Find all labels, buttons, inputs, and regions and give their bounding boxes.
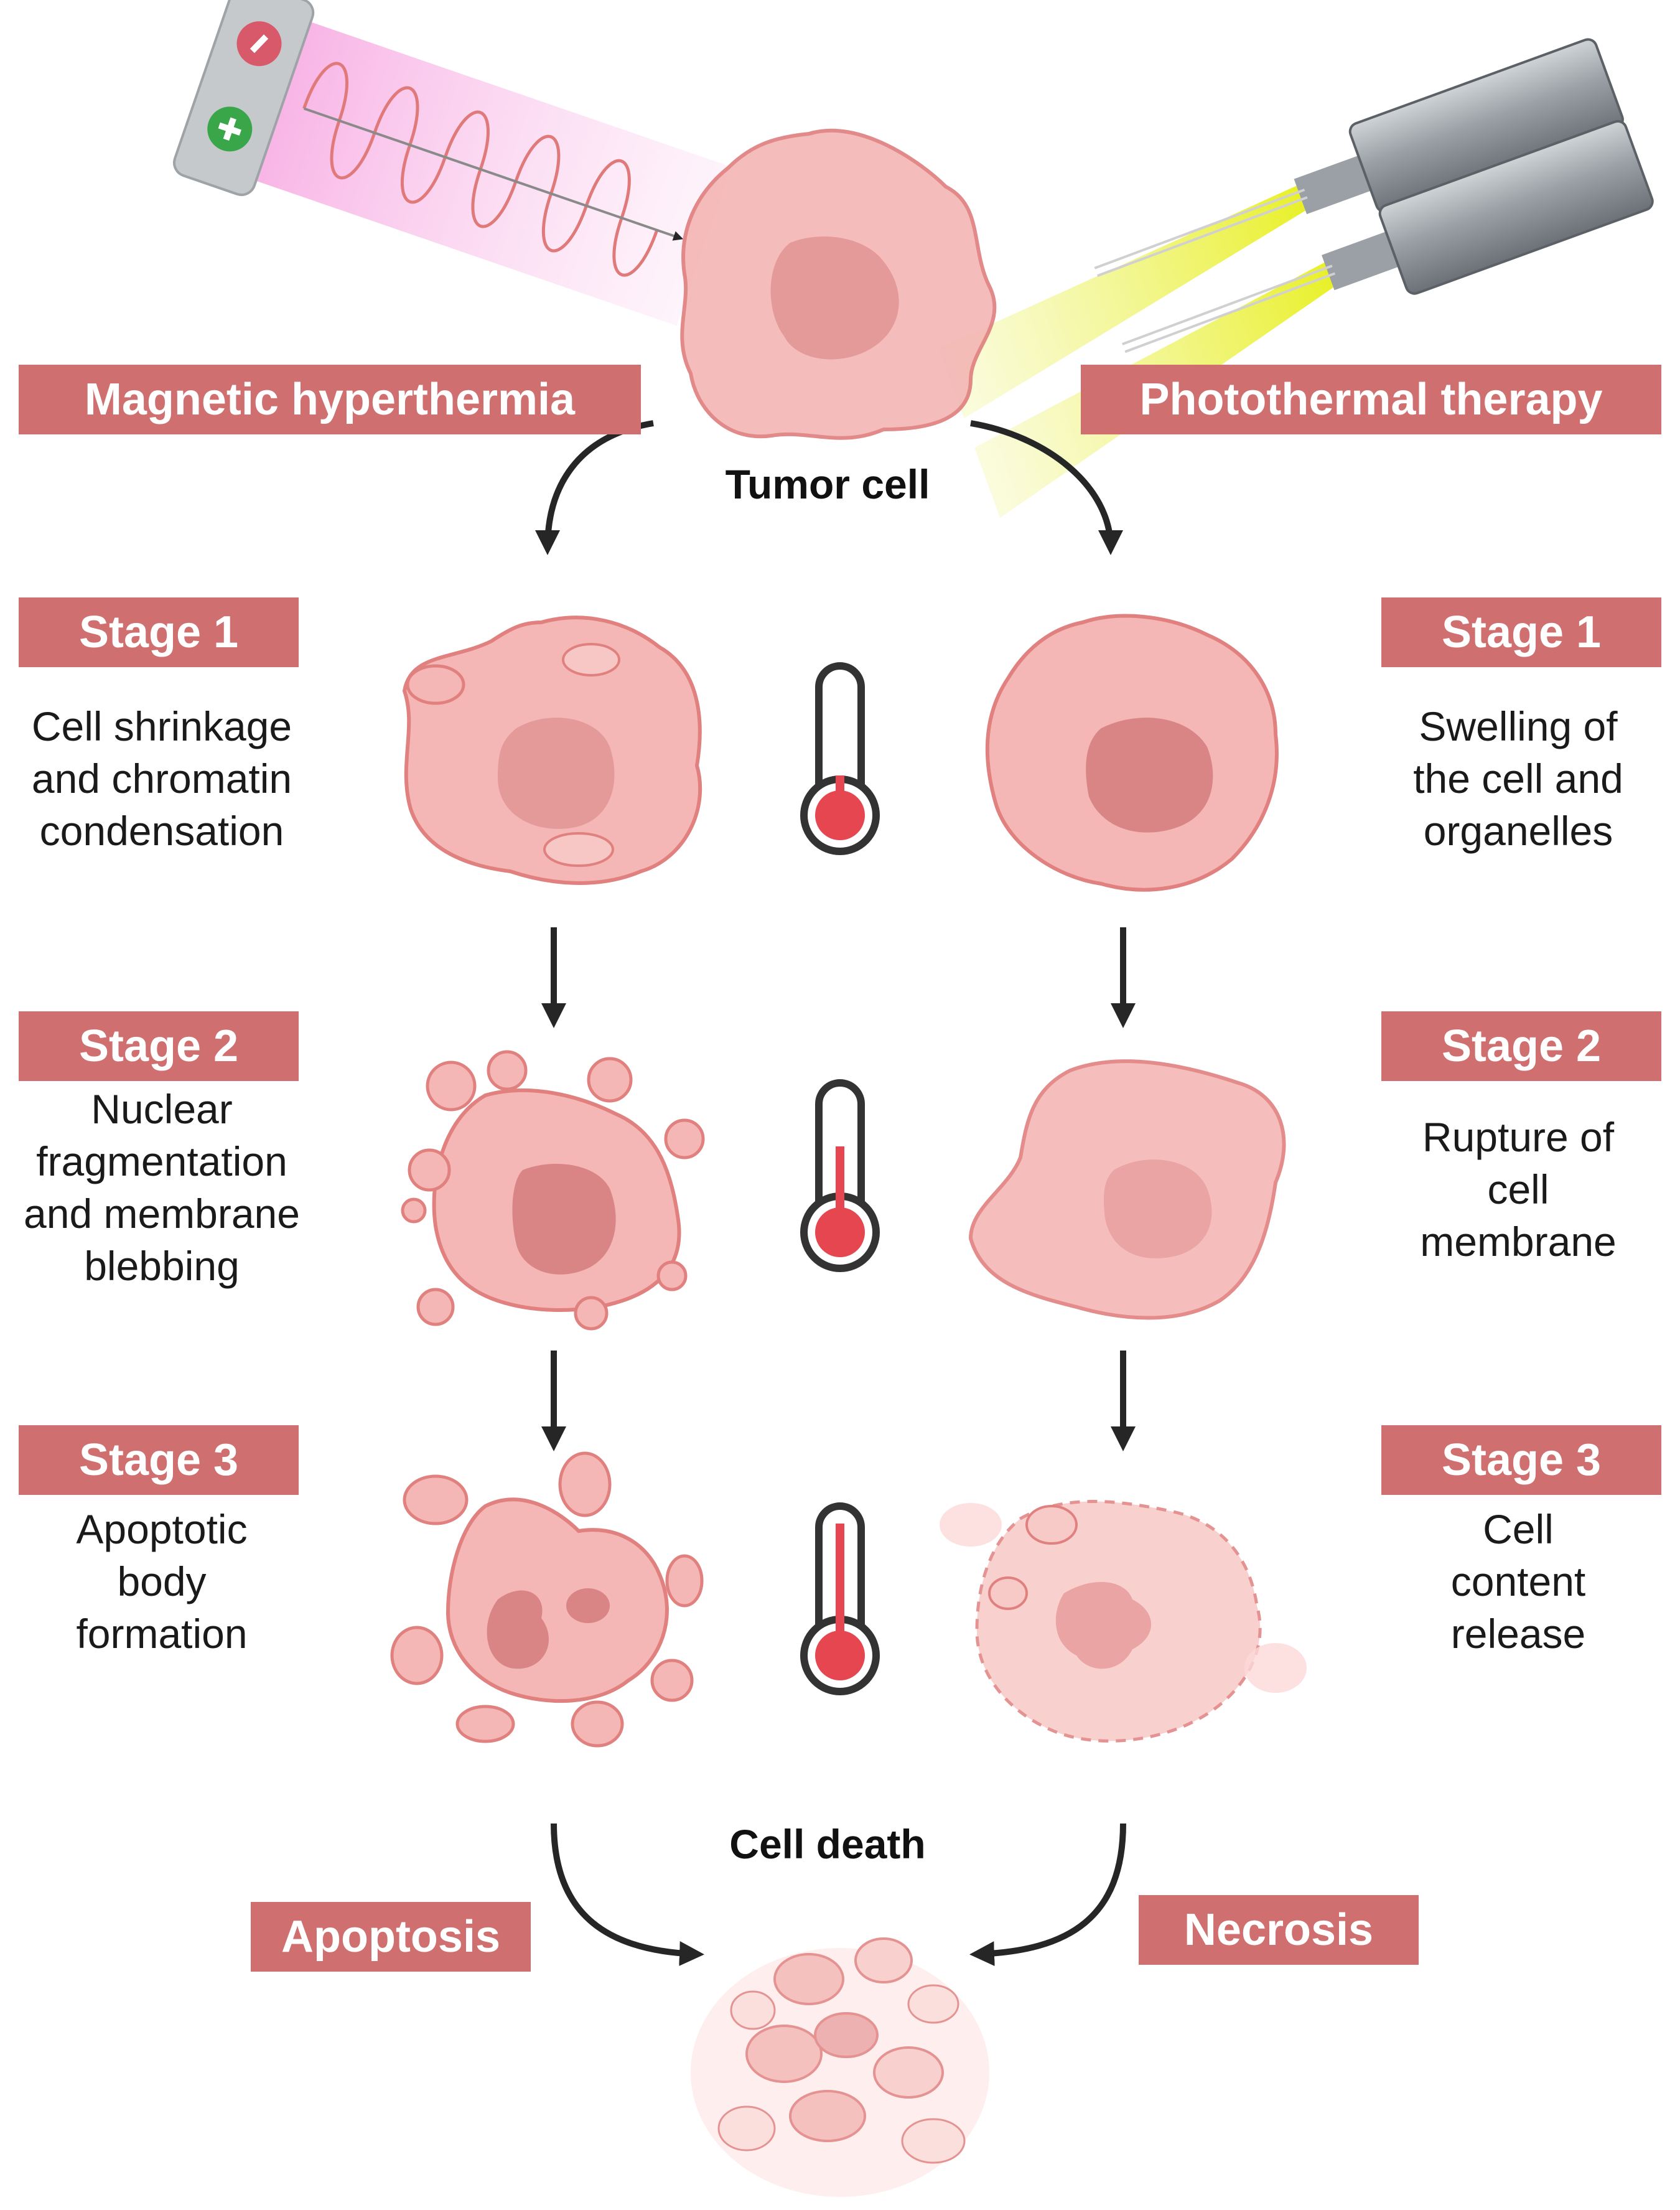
tumor-cell-label: Tumor cell xyxy=(725,461,930,507)
thermometer-icon xyxy=(800,1079,880,1272)
dead-cell-debris xyxy=(691,1937,989,2197)
arrow-to-left-stage1 xyxy=(535,420,654,555)
apoptosis-label: Apoptosis xyxy=(251,1902,531,1972)
left-stage2-title: Stage 2 xyxy=(19,1011,299,1081)
thermometer-icon xyxy=(800,662,880,855)
right-stage1-title: Stage 1 xyxy=(1381,597,1661,667)
laser-beam-upper xyxy=(938,180,1317,419)
left-stage3-title: Stage 3 xyxy=(19,1425,299,1495)
right-stage2-desc: Rupture of cell membrane xyxy=(1420,1114,1617,1265)
right-stage2-title: Stage 2 xyxy=(1381,1011,1661,1081)
left-stage1-desc: Cell shrinkage and chromatin condensatio… xyxy=(31,703,292,854)
right-stage1-desc: Swelling of the cell and organelles xyxy=(1413,703,1623,854)
cell-death-label: Cell death xyxy=(729,1821,926,1867)
left-stage2-desc: Nuclear fragmentation and membrane blebb… xyxy=(24,1086,300,1289)
arrow-to-right-stage1 xyxy=(970,420,1123,555)
right-stage3-cell xyxy=(940,1500,1307,1743)
field-axis-arrow xyxy=(303,107,684,241)
right-stage2-cell xyxy=(968,1059,1286,1320)
photothermal-therapy-label: Photothermal therapy xyxy=(1081,365,1661,434)
left-stage2-cell xyxy=(401,1050,705,1331)
laser-fiber-lower xyxy=(1378,119,1654,295)
left-stage1-title: Stage 1 xyxy=(19,597,299,667)
thermometer-icon xyxy=(800,1502,880,1695)
left-stage3-cell xyxy=(390,1451,704,1748)
left-stage1-cell xyxy=(402,616,702,885)
arrow-apoptosis-to-death xyxy=(551,1823,704,1966)
magnetic-hyperthermia-label: Magnetic hyperthermia xyxy=(19,365,641,434)
necrosis-label: Necrosis xyxy=(1139,1895,1419,1965)
tumor-cell-illustration xyxy=(680,128,997,440)
magnetic-device xyxy=(173,0,732,326)
right-stage3-title: Stage 3 xyxy=(1381,1425,1661,1495)
laser-device xyxy=(938,38,1654,518)
arrow-necrosis-to-death xyxy=(969,1823,1126,1967)
left-stage3-desc: Apoptotic body formation xyxy=(76,1506,248,1657)
right-stage3-desc: Cell content release xyxy=(1450,1506,1586,1657)
right-stage1-cell xyxy=(985,614,1279,892)
